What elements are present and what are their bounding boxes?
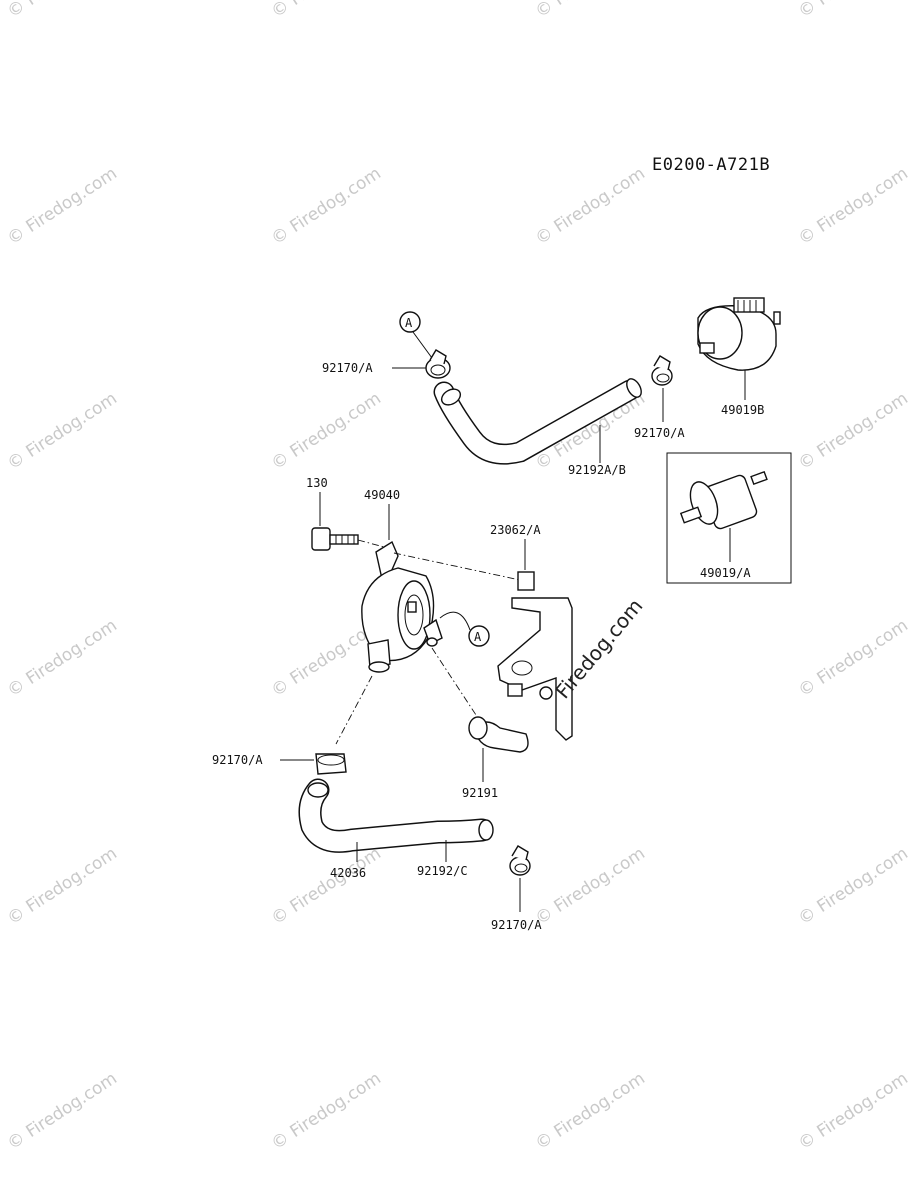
watermark: © Firedog.com (532, 1069, 649, 1155)
watermark: © Firedog.com (4, 616, 121, 702)
watermark: © Firedog.com (795, 0, 912, 22)
hose-end (478, 819, 494, 841)
watermark: © Firedog.com (4, 844, 121, 930)
part-label-49019a: 49019/A (700, 566, 751, 580)
part-label-92170a-top-right: 92170/A (634, 426, 685, 440)
part-label-92192ab: 92192A/B (568, 463, 626, 477)
watermark: © Firedog.com (795, 389, 912, 475)
watermark: © Firedog.com (4, 389, 121, 475)
hose-clamp-icon (651, 355, 673, 386)
watermark: © Firedog.com (795, 164, 912, 250)
leader-line (412, 331, 433, 359)
part-label-92170a-mid-left: 92170/A (212, 753, 263, 767)
watermark: © Firedog.com (795, 1069, 912, 1155)
part-label-49040: 49040 (364, 488, 400, 502)
bracket-23062a-icon (497, 571, 573, 741)
fuel-pump-49040-icon (361, 540, 443, 673)
watermark: © Firedog.com (795, 616, 912, 702)
alternate-part-box (666, 452, 792, 584)
alignment-line (431, 647, 479, 719)
part-label-130: 130 (306, 476, 328, 490)
watermark: © Firedog.com (532, 164, 649, 250)
alignment-line (335, 675, 373, 745)
watermark: © Firedog.com (4, 1069, 121, 1155)
hose-end (307, 782, 329, 798)
reference-a-circle (468, 625, 490, 647)
bolt-icon (311, 527, 359, 551)
hose-clamp-icon (315, 753, 347, 775)
fuel-hose-92191-icon (468, 716, 529, 753)
alignment-line (357, 539, 385, 548)
watermark: © Firedog.com (4, 0, 121, 22)
watermark: © Firedog.com (268, 389, 385, 475)
leader-line (439, 611, 471, 631)
part-label-23062a: 23062/A (490, 523, 541, 537)
fuel-filter-49019b-icon (697, 297, 781, 371)
part-label-42036: 42036 (330, 866, 366, 880)
hose-end (440, 388, 462, 406)
watermark: © Firedog.com (532, 0, 649, 22)
watermark: © Firedog.com (268, 844, 385, 930)
part-label-92170a-top-left: 92170/A (322, 361, 373, 375)
fuel-filter-49019a-icon (679, 470, 768, 530)
part-label-92170a-bottom: 92170/A (491, 918, 542, 932)
hose-clamp-icon (425, 349, 451, 379)
watermark: © Firedog.com (532, 844, 649, 930)
reference-a-circle (399, 311, 421, 333)
diagram-code: E0200-A721B (652, 155, 770, 175)
part-label-92191: 92191 (462, 786, 498, 800)
hose-end (626, 378, 642, 398)
reference-a-label: A (474, 630, 482, 644)
alignment-line (393, 552, 521, 581)
part-label-49019b: 49019B (721, 403, 764, 417)
hose-clamp-icon (509, 845, 531, 876)
watermark-layer: © Firedog.com © Firedog.com © Firedog.co… (4, 0, 912, 1154)
watermark: © Firedog.com (4, 164, 121, 250)
reference-a-label: A (405, 316, 413, 330)
watermark: © Firedog.com (268, 164, 385, 250)
part-label-92192c: 92192/C (417, 864, 468, 878)
watermark: © Firedog.com (795, 844, 912, 930)
watermark: © Firedog.com (268, 0, 385, 22)
watermark: © Firedog.com (268, 1069, 385, 1155)
